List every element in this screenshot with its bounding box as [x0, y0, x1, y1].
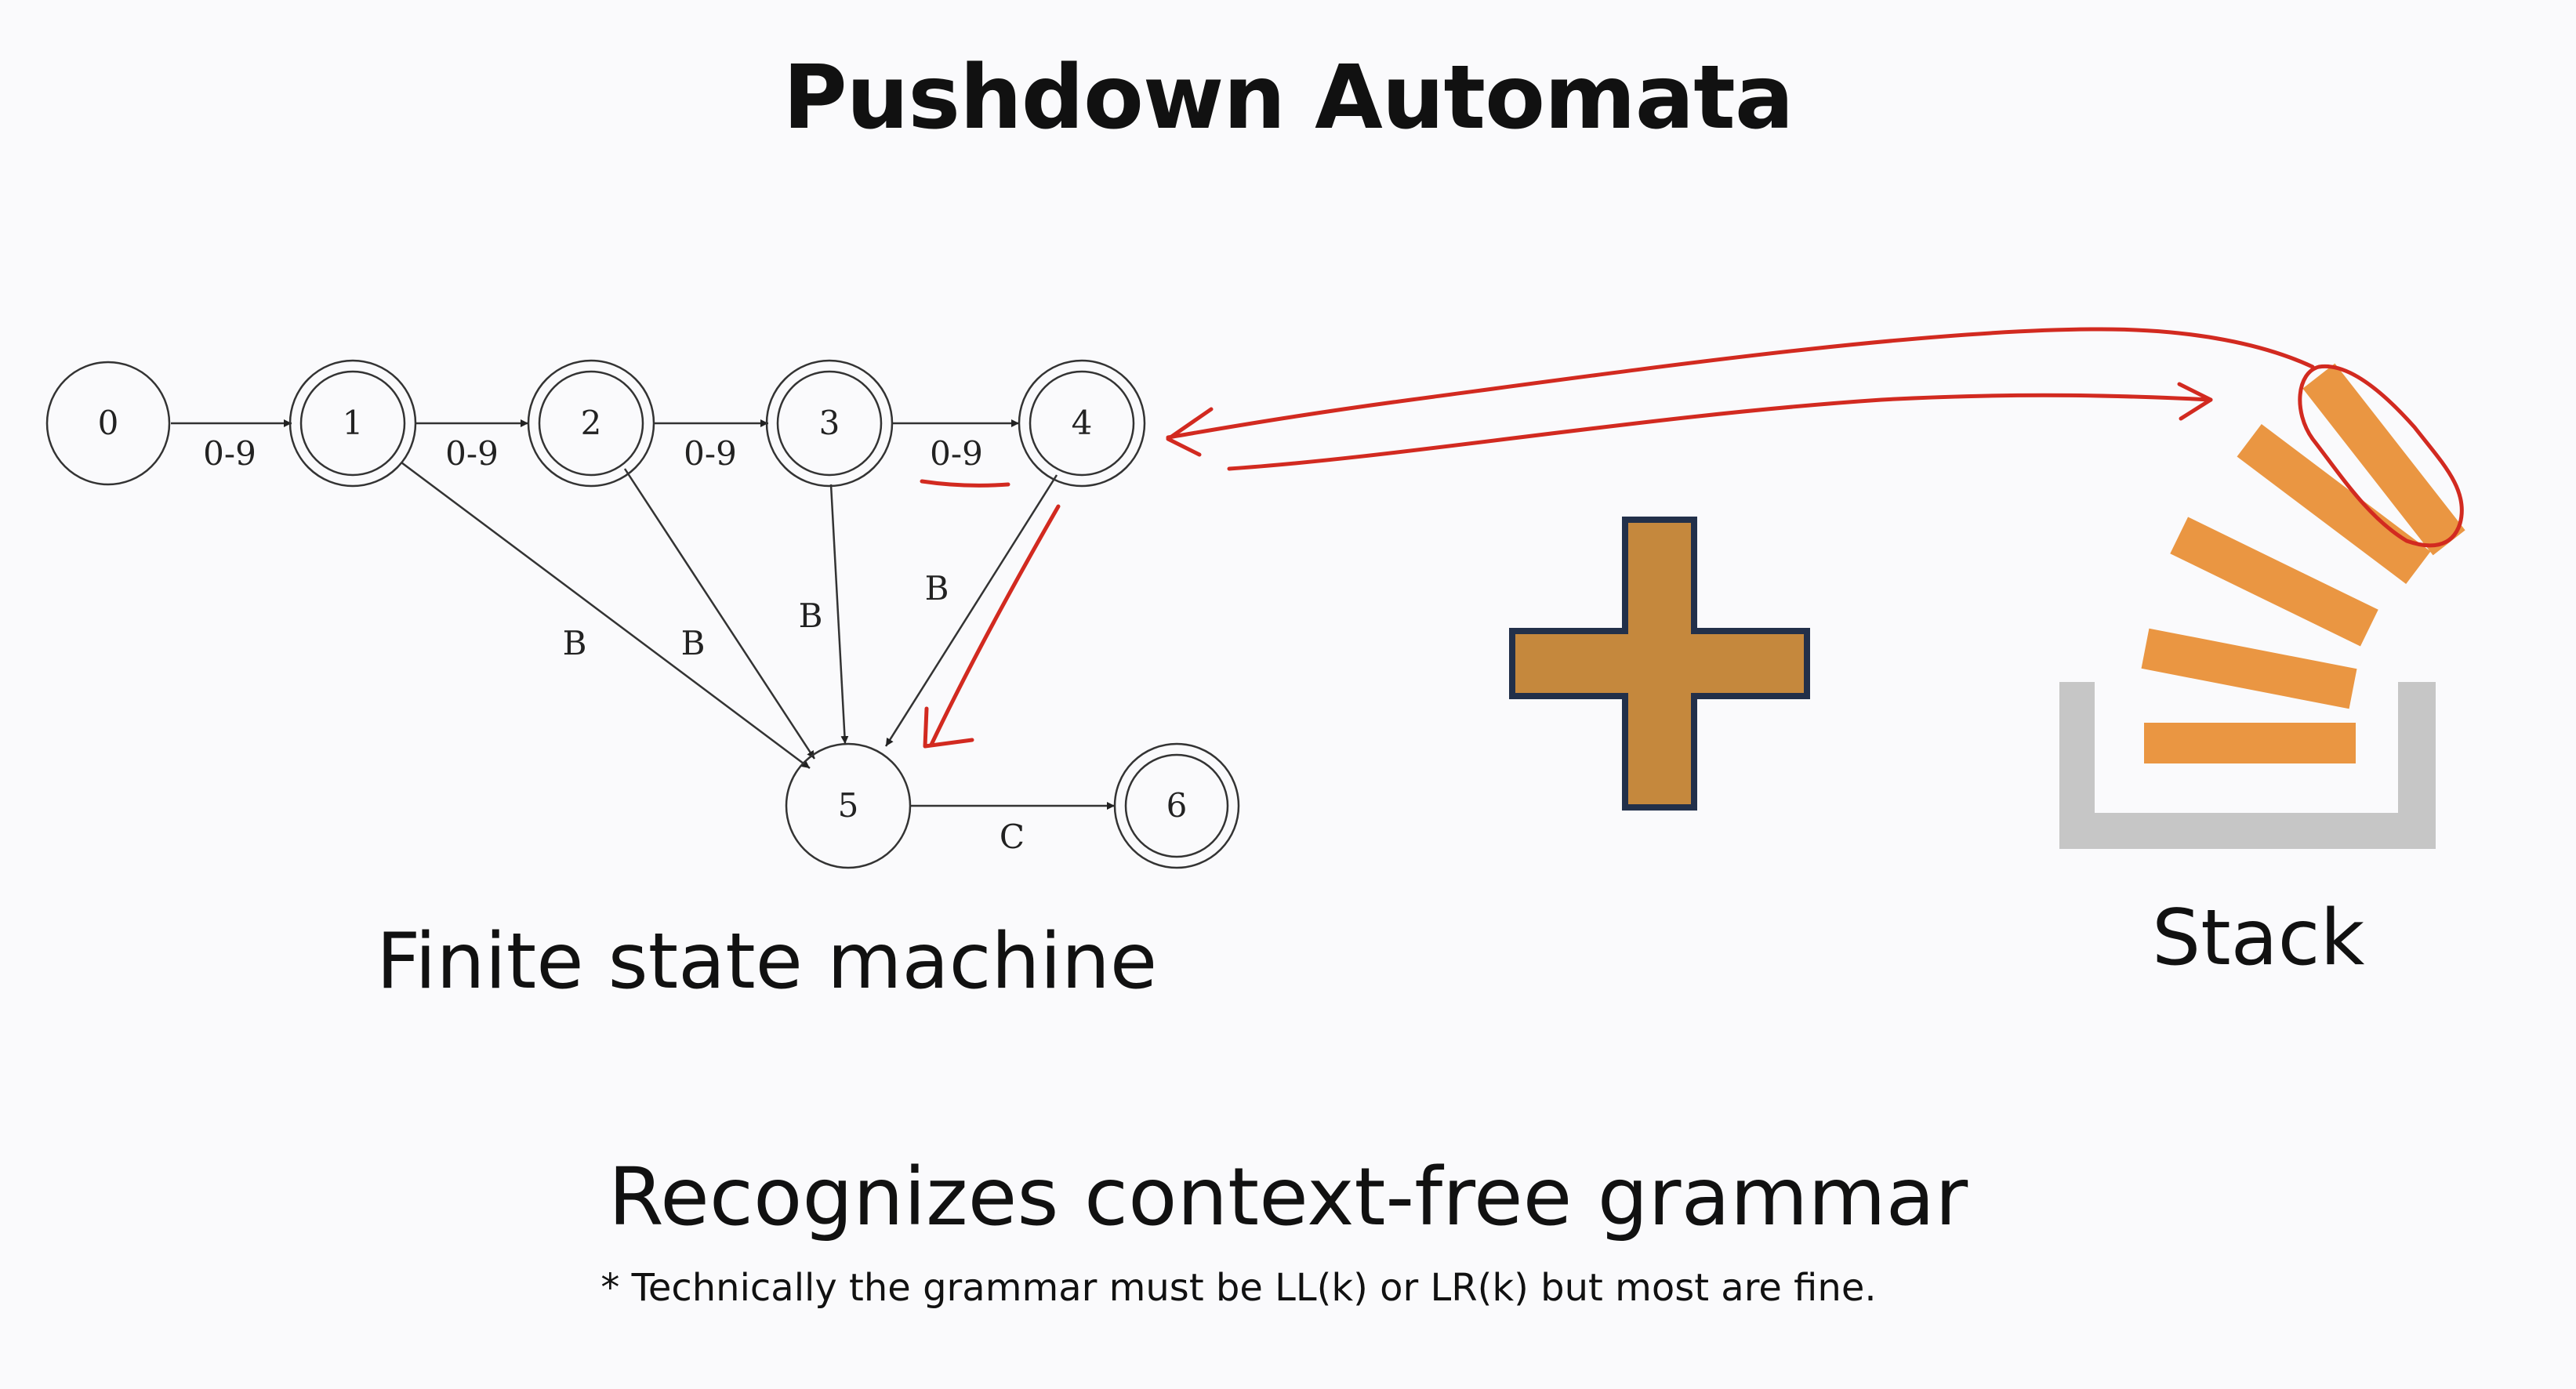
transition-label: B [563, 624, 587, 662]
annotation-arrow-out [1166, 327, 2315, 440]
annotation-circle-top-item [2298, 364, 2464, 548]
slide-title: Pushdown Automata [782, 47, 1794, 149]
transition-1-5: B [401, 461, 811, 770]
transition-2-5: B [623, 468, 816, 760]
transition-5-6: C [910, 802, 1115, 856]
transition-2-3: 0-9 [654, 419, 768, 473]
annotation-arrow-to-5 [929, 504, 1061, 747]
transition-label: 0-9 [445, 434, 499, 473]
stack-item-2 [2141, 628, 2357, 709]
state-4: 4 [1018, 359, 1146, 488]
state-5: 5 [785, 742, 912, 869]
state-2: 2 [527, 359, 655, 488]
transition-4-5: B [884, 474, 1058, 747]
annotation-arrow-in [1227, 393, 2213, 471]
stack-item-3 [2170, 517, 2378, 647]
transition-3-5: B [799, 484, 849, 745]
stack-item-1 [2144, 723, 2356, 763]
state-6: 6 [1113, 742, 1240, 869]
annotation-arrowhead-in [2177, 382, 2213, 421]
stack-tray [2059, 682, 2436, 849]
state-label: 0 [98, 404, 119, 442]
state-3: 3 [765, 359, 894, 488]
transition-label: B [925, 569, 949, 607]
stack-item-4 [2237, 423, 2431, 585]
finite-state-machine: 0-9 0-9 0-9 0-9 B B [45, 359, 1240, 869]
main-caption: Recognizes context-free grammar [608, 1151, 1968, 1244]
annotation-underline [920, 479, 1010, 488]
footnote: * Technically the grammar must be LL(k) … [600, 1266, 1877, 1310]
transition-label: 0-9 [203, 434, 256, 473]
state-label: 5 [838, 786, 859, 825]
transition-1-2: 0-9 [415, 419, 528, 473]
state-label: 1 [343, 404, 364, 442]
stack-item-5 [2302, 363, 2465, 556]
transition-label: 0-9 [684, 434, 737, 473]
state-0: 0 [45, 361, 171, 486]
annotation-marks [920, 327, 2464, 749]
state-label: 4 [1072, 404, 1093, 442]
transition-label: B [799, 597, 823, 635]
transition-label: C [1000, 818, 1025, 856]
stack-icon [2059, 363, 2465, 849]
stack-caption: Stack [2152, 894, 2365, 983]
transition-3-4: 0-9 [892, 419, 1019, 473]
fsm-caption: Finite state machine [376, 917, 1158, 1006]
state-label: 6 [1166, 786, 1188, 825]
state-1: 1 [288, 359, 417, 488]
transition-0-1: 0-9 [171, 419, 292, 473]
transition-label: 0-9 [930, 434, 983, 473]
state-label: 2 [581, 404, 602, 442]
annotation-arrowhead-out [1166, 407, 1214, 457]
state-label: 3 [819, 404, 840, 442]
plus-icon [1509, 517, 1810, 811]
transition-label: B [681, 624, 706, 662]
annotation-arrowhead-5 [923, 706, 974, 749]
